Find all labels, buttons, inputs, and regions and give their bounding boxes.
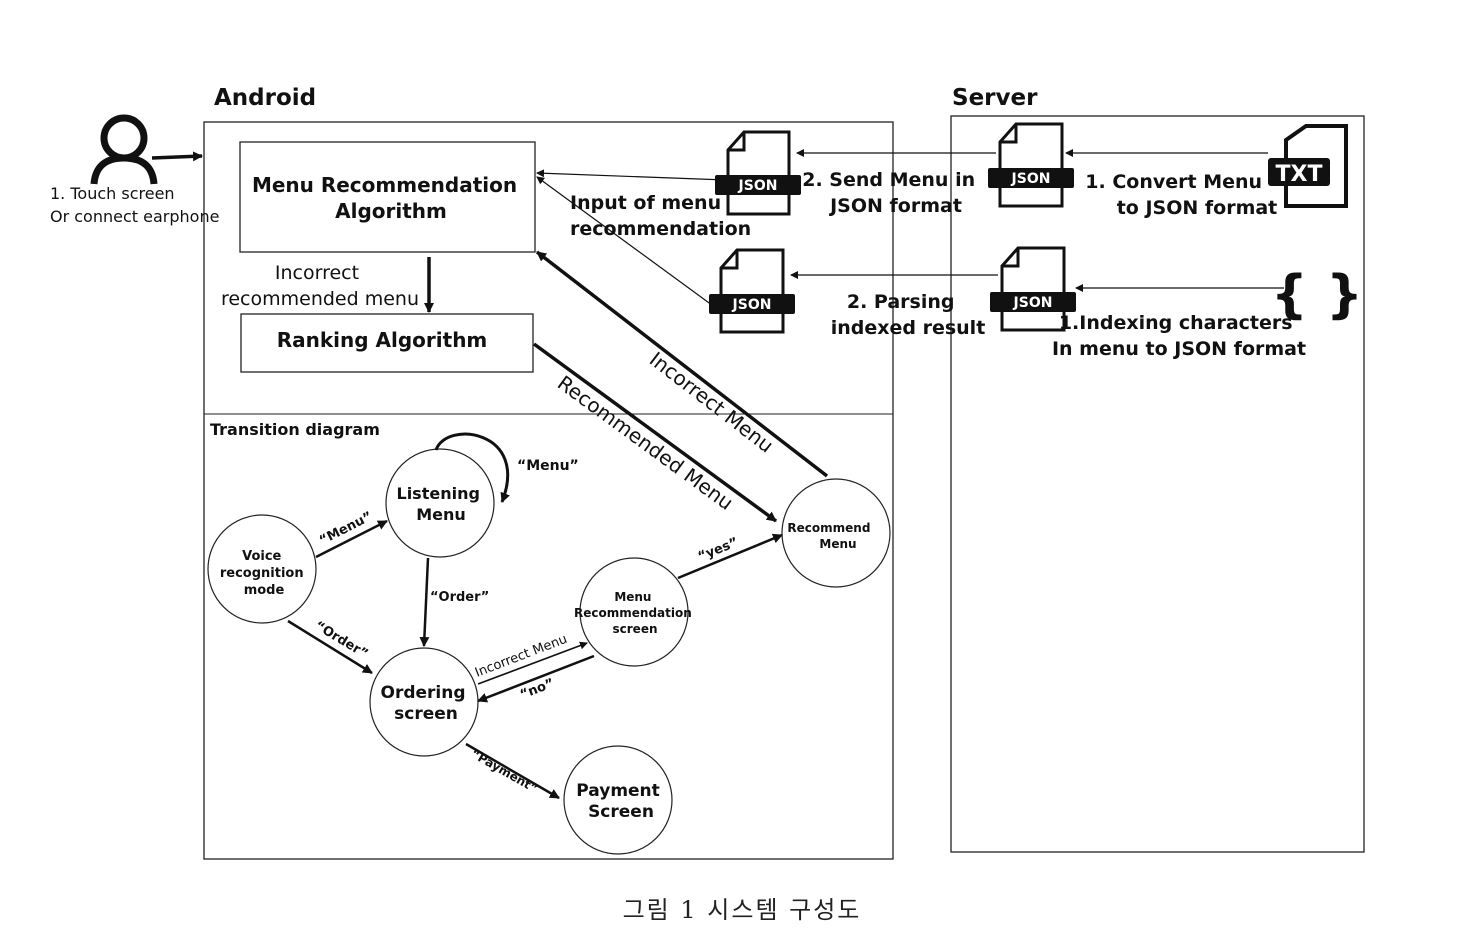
- menurec-to-recommend-arrow: [677, 533, 783, 580]
- json-tag-2: JSON: [1011, 171, 1051, 187]
- json-tag-1: JSON: [738, 178, 778, 194]
- ranking-algorithm-box: [240, 313, 534, 373]
- json-file-icon-server-bottom: JSON: [990, 246, 1076, 332]
- menu-rec-line-2: Recommendation: [574, 606, 692, 620]
- parsing-label: 2. Parsing indexed result: [831, 291, 986, 339]
- server-frame: [950, 115, 1365, 853]
- indexing-line-2: In menu to JSON format: [1052, 338, 1306, 360]
- payment-line-1: Payment: [576, 781, 660, 801]
- json-file-icon-server-top: JSON: [988, 122, 1074, 208]
- svg-text:Payment Screen: Payment Screen: [576, 781, 665, 822]
- menu-recommendation-algorithm-box: [239, 141, 536, 253]
- convert-menu-line-1: 1. Convert Menu: [1085, 171, 1262, 193]
- listening-line-2: Menu: [416, 505, 466, 524]
- send-menu-line-2: JSON format: [828, 195, 962, 217]
- parsing-line-1: 2. Parsing: [847, 291, 955, 313]
- server-title: Server: [952, 85, 1038, 111]
- ordering-to-menurec-arrow: [477, 641, 588, 685]
- label-menu-self: “Menu”: [517, 458, 579, 474]
- ordering-to-payment-arrow: [465, 742, 560, 800]
- convert-menu-line-2: to JSON format: [1117, 197, 1278, 219]
- braces-icon: { }: [1271, 265, 1363, 325]
- state-recommend-menu: Recommend Menu: [781, 478, 891, 588]
- android-title: Android: [214, 85, 316, 111]
- json-file-icon-parse: JSON: [709, 248, 795, 334]
- send-menu-label: 2. Send Menu in JSON format: [802, 169, 982, 217]
- input-of-menu-line-2: recommendation: [570, 218, 751, 240]
- voice-line-1: Voice: [242, 549, 281, 564]
- menu-rec-line-3: screen: [613, 622, 658, 636]
- android-frame: [203, 121, 894, 860]
- listening-to-ordering-arrow: [419, 557, 430, 647]
- input-menu-arrow: [536, 169, 727, 181]
- indexing-line-1: 1.Indexing characters: [1059, 312, 1293, 334]
- recommend-line-1: Recommend: [787, 521, 870, 535]
- menurec-to-ordering-arrow: [477, 654, 595, 703]
- menu-rec-line-1: Menu: [614, 590, 651, 604]
- voice-to-ordering-arrow: [287, 619, 373, 675]
- voice-to-listening-arrow: [315, 519, 388, 559]
- json-tag-3: JSON: [732, 297, 772, 313]
- svg-text:Menu Recommendation: Menu Recommendation screen: [574, 590, 696, 636]
- send-menu-line-1: 2. Send Menu in: [802, 169, 975, 191]
- user-icon: [90, 114, 158, 185]
- json-file-icon-send: JSON: [715, 130, 801, 216]
- menu-algo-label: Menu Recommendation Algorithm: [252, 173, 524, 223]
- incorrect-recommended-label: Incorrect recommended menu: [221, 262, 419, 310]
- svg-text:Ordering screen: Ordering screen: [381, 683, 472, 724]
- incorrect-line-2: recommended menu: [221, 288, 419, 310]
- transition-diagram-title: Transition diagram: [210, 420, 380, 439]
- label-incorrect-menu: Incorrect Menu: [473, 632, 569, 681]
- recommend-line-2: Menu: [819, 537, 856, 551]
- ordering-line-2: screen: [394, 704, 458, 724]
- user-step-label: 1. Touch screen Or connect earphone: [50, 184, 219, 226]
- txt-file-icon: TXT: [1268, 124, 1348, 208]
- state-payment-screen: Payment Screen: [563, 745, 673, 855]
- svg-text:Listening Menu: Listening Menu: [397, 484, 486, 524]
- input-of-menu-label: Input of menu recommendation: [570, 192, 751, 240]
- state-voice-recognition: Voice recognition mode: [207, 514, 317, 624]
- state-listening-menu: Listening Menu: [385, 448, 495, 558]
- user-to-android-arrow: [151, 151, 203, 162]
- recommend-to-algo-arrow: [535, 250, 829, 478]
- ordering-line-1: Ordering: [381, 683, 466, 703]
- incorrect-line-1: Incorrect: [275, 262, 359, 284]
- convert-menu-label: 1. Convert Menu to JSON format: [1085, 171, 1277, 219]
- txt-tag: TXT: [1276, 162, 1323, 187]
- label-no: “no”: [518, 676, 556, 703]
- label-order-listening: “Order”: [430, 590, 489, 605]
- user-step-line-2: Or connect earphone: [50, 207, 219, 226]
- listening-line-1: Listening: [397, 484, 480, 503]
- listening-self-loop: [434, 432, 510, 503]
- ranking-algo-label: Ranking Algorithm: [277, 328, 488, 352]
- state-ordering-screen: Ordering screen: [369, 647, 479, 757]
- user-step-line-1: 1. Touch screen: [50, 184, 175, 203]
- json-tag-4: JSON: [1013, 295, 1053, 311]
- label-payment: “Payment”: [469, 746, 541, 795]
- menu-algo-line-2: Algorithm: [335, 199, 447, 223]
- voice-line-2: recognition: [220, 566, 304, 581]
- figure-caption: 그림 1 시스템 구성도: [622, 896, 862, 924]
- payment-line-2: Screen: [588, 802, 654, 822]
- svg-text:Recommend Menu: Recommend Menu: [787, 521, 874, 551]
- indexing-label: 1.Indexing characters In menu to JSON fo…: [1052, 312, 1306, 360]
- parsing-line-2: indexed result: [831, 317, 986, 339]
- state-menu-recommendation-screen: Menu Recommendation screen: [574, 557, 696, 667]
- voice-line-3: mode: [244, 583, 285, 598]
- parsed-input-arrow: [536, 176, 717, 309]
- svg-text:Voice recognition: Voice recognition mode: [220, 549, 308, 598]
- menu-algo-line-1: Menu Recommendation: [252, 173, 517, 197]
- ranking-to-recommend-arrow: [532, 342, 778, 523]
- input-of-menu-line-1: Input of menu: [570, 192, 721, 214]
